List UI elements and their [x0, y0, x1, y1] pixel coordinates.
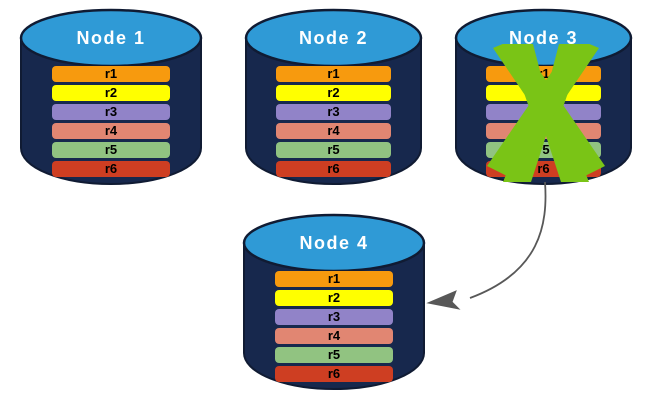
- node-4-replica-r5[interactable]: r5: [275, 347, 393, 363]
- node-2-replica-r6[interactable]: r6: [276, 161, 391, 177]
- recovery-arrow-head: [426, 290, 461, 310]
- node-2-replica-r3[interactable]: r3: [276, 104, 391, 120]
- node-4-replica-r4[interactable]: r4: [275, 328, 393, 344]
- node-4-cylinder[interactable]: Node 4 r1 r2 r3 r4 r5 r6: [242, 213, 426, 390]
- node-1-replica-r1[interactable]: r1: [52, 66, 170, 82]
- node-2-replica-r5[interactable]: r5: [276, 142, 391, 158]
- node-1-replica-r4[interactable]: r4: [52, 123, 170, 139]
- node-1-replica-list: r1 r2 r3 r4 r5 r6: [20, 66, 202, 177]
- node-2-cylinder[interactable]: Node 2 r1 r2 r3 r4 r5 r6: [244, 8, 423, 185]
- node-1-replica-r3[interactable]: r3: [52, 104, 170, 120]
- node-2-replica-list: r1 r2 r3 r4 r5 r6: [245, 66, 422, 177]
- node-1-replica-r6[interactable]: r6: [52, 161, 170, 177]
- node-4-replica-r2[interactable]: r2: [275, 290, 393, 306]
- node-2-replica-r4[interactable]: r4: [276, 123, 391, 139]
- node-1-replica-r5[interactable]: r5: [52, 142, 170, 158]
- node-2-replica-r2[interactable]: r2: [276, 85, 391, 101]
- node-1-cylinder[interactable]: Node 1 r1 r2 r3 r4 r5 r6: [19, 8, 203, 185]
- recovery-arrow-line: [469, 181, 547, 299]
- node-4-replica-r6[interactable]: r6: [275, 366, 393, 382]
- node-2-replica-r1[interactable]: r1: [276, 66, 391, 82]
- node-4-replica-list: r1 r2 r3 r4 r5 r6: [243, 271, 425, 382]
- node-4-replica-r3[interactable]: r3: [275, 309, 393, 325]
- node-4-replica-r1[interactable]: r1: [275, 271, 393, 287]
- node-1-replica-r2[interactable]: r2: [52, 85, 170, 101]
